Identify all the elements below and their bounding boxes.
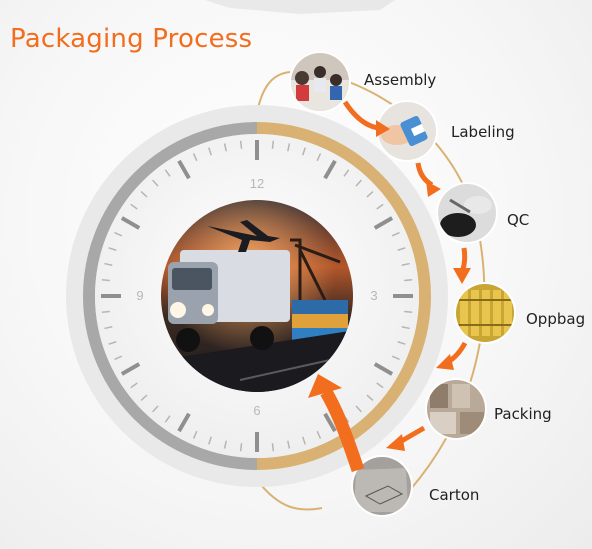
labeling-photo-icon bbox=[376, 100, 438, 162]
clock-minute-tick bbox=[140, 394, 148, 401]
arrow-head-1 bbox=[376, 120, 390, 137]
clock-minute-tick bbox=[108, 341, 117, 345]
clock-hour-tick bbox=[373, 216, 394, 230]
clock-hour-tick bbox=[120, 362, 141, 376]
clock-minute-tick bbox=[355, 179, 362, 187]
clock-minute-tick bbox=[114, 231, 123, 237]
clock-minute-tick bbox=[287, 143, 291, 152]
clock-minute-tick bbox=[208, 436, 212, 445]
clock-minute-tick bbox=[287, 440, 291, 449]
clock-minute-tick bbox=[130, 203, 138, 210]
step-label-carton: Carton bbox=[429, 486, 480, 504]
clock-minute-tick bbox=[316, 430, 322, 439]
clock-minute-tick bbox=[391, 231, 400, 237]
arrow-head-3 bbox=[453, 268, 471, 284]
step-label-qc: QC bbox=[507, 211, 530, 229]
clock-minute-tick bbox=[239, 443, 243, 452]
clock-minute-tick bbox=[401, 326, 410, 330]
clock-minute-tick bbox=[130, 382, 138, 389]
clock-minute-tick bbox=[366, 394, 374, 401]
clock-hour-tick bbox=[177, 412, 191, 433]
clock-hour-tick bbox=[323, 412, 337, 433]
step-label-packing: Packing bbox=[494, 405, 552, 423]
clock-rim-left bbox=[83, 122, 258, 470]
arrow-head-5 bbox=[386, 434, 405, 451]
clock-minute-tick bbox=[376, 382, 384, 389]
oppbag-photo-icon bbox=[454, 282, 516, 344]
step-label-oppbag: Oppbag bbox=[526, 310, 586, 328]
clock-minute-tick bbox=[108, 247, 117, 251]
step-label-assembly: Assembly bbox=[364, 71, 437, 89]
clock-number-6: 6 bbox=[253, 403, 260, 418]
clock-minute-tick bbox=[401, 262, 410, 266]
clock-minute-tick bbox=[223, 440, 227, 449]
clock-minute-tick bbox=[404, 278, 413, 282]
arrow-packing-to-carton bbox=[398, 425, 426, 445]
clock-hour-tick bbox=[323, 159, 337, 180]
clock-minute-tick bbox=[114, 355, 123, 361]
clock-minute-tick bbox=[366, 191, 374, 198]
qc-photo-icon bbox=[436, 182, 498, 244]
clock-hour-tick bbox=[120, 216, 141, 230]
packing-photo-icon bbox=[425, 378, 487, 440]
clock-minute-tick bbox=[104, 326, 113, 330]
clock-minute-tick bbox=[302, 147, 306, 156]
clock-minute-tick bbox=[152, 405, 159, 413]
clock-minute-tick bbox=[391, 355, 400, 361]
clock-minute-tick bbox=[223, 143, 227, 152]
step-label-labeling: Labeling bbox=[451, 123, 515, 141]
page-title: Packaging Process bbox=[10, 24, 253, 54]
clock-rim-right bbox=[256, 122, 431, 470]
assembly-photo-icon bbox=[289, 51, 351, 113]
arrow-head-big bbox=[308, 374, 342, 398]
clock-minute-tick bbox=[271, 443, 275, 452]
clock-minute-tick bbox=[152, 179, 159, 187]
clock-number-12: 12 bbox=[250, 176, 264, 191]
clock-minute-tick bbox=[104, 262, 113, 266]
clock-hour-tick bbox=[177, 159, 191, 180]
clock-minute-tick bbox=[140, 191, 148, 198]
arrow-assembly-to-labeling bbox=[342, 100, 379, 131]
clock-minute-tick bbox=[101, 278, 110, 282]
clock-number-9: 9 bbox=[136, 288, 143, 303]
clock-minute-tick bbox=[355, 405, 362, 413]
clock-minute-tick bbox=[302, 436, 306, 445]
clock-minute-tick bbox=[397, 247, 406, 251]
clock-minute-tick bbox=[397, 341, 406, 345]
clock-minute-tick bbox=[192, 430, 198, 439]
clock-minute-tick bbox=[239, 140, 243, 149]
clock-minute-tick bbox=[164, 415, 171, 423]
clock-minute-tick bbox=[271, 140, 275, 149]
clock-minute-tick bbox=[316, 153, 322, 162]
arrow-head-4 bbox=[436, 354, 454, 370]
clock-number-3: 3 bbox=[370, 288, 377, 303]
clock-minute-tick bbox=[343, 169, 350, 177]
clock-minute-tick bbox=[376, 203, 384, 210]
flow-arrows bbox=[308, 100, 471, 473]
center-logistics-photo bbox=[161, 200, 353, 392]
clock-minute-tick bbox=[192, 153, 198, 162]
clock-ticks bbox=[101, 140, 413, 452]
clock-minute-tick bbox=[404, 310, 413, 314]
arrow-head-2 bbox=[426, 181, 441, 197]
arrow-carton-to-shipping bbox=[320, 388, 365, 473]
clock-hour-tick bbox=[373, 362, 394, 376]
top-texture bbox=[205, 0, 395, 14]
clock-minute-tick bbox=[164, 169, 171, 177]
clock-minute-tick bbox=[101, 310, 110, 314]
clock-minute-tick bbox=[208, 147, 212, 156]
arrow-labeling-to-qc bbox=[415, 162, 434, 188]
